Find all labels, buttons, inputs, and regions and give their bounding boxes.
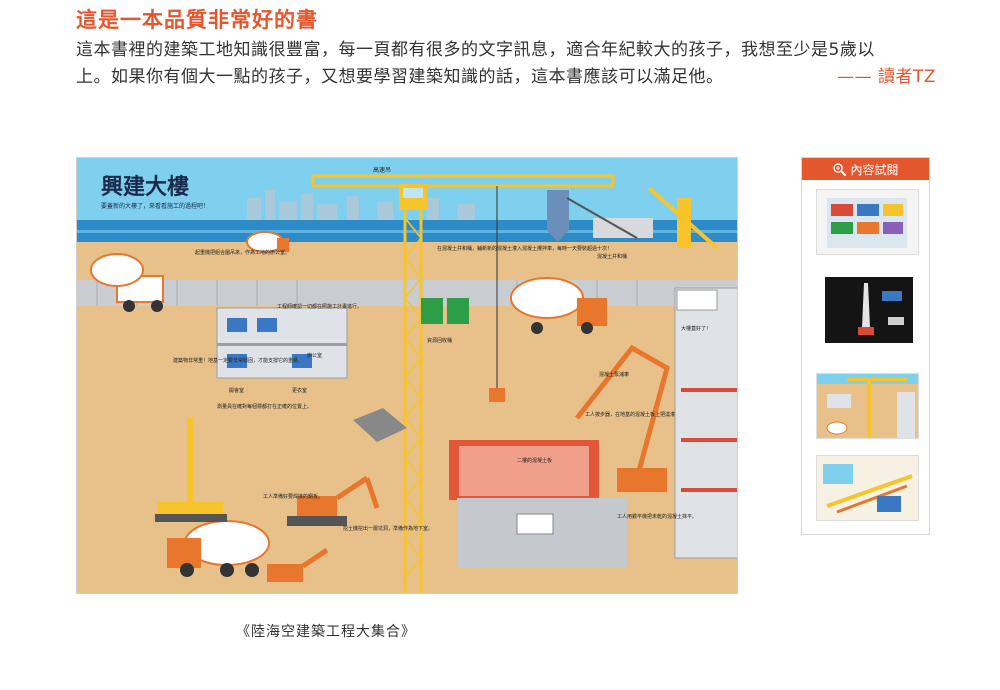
recycle-bins xyxy=(421,298,469,324)
review-title: 這是一本品質非常好的書 xyxy=(76,8,318,32)
pump-truck-label: 混凝土泵浦車 xyxy=(599,371,629,378)
mixer-truck-bottom xyxy=(167,520,270,577)
crane-label: 高速吊 xyxy=(373,166,391,174)
changing-room-label: 更衣室 xyxy=(292,387,307,394)
mixer-truck-left xyxy=(90,253,164,312)
office-room-label: 辦公室 xyxy=(307,352,322,359)
tower-crane xyxy=(311,174,615,593)
preview-page-subtitle: 要蓋新的大樓了，來看看施工的過程吧！ xyxy=(101,202,209,210)
foundation-pit xyxy=(449,440,627,568)
meeting-room-label: 開會室 xyxy=(229,387,244,394)
thumbnail-panel: 內容試閱 xyxy=(801,157,930,535)
concrete-plant xyxy=(547,190,653,242)
steel-note: 建築物非常重！地基一定要非常穩固，才能支撐它的重量。 xyxy=(173,357,303,364)
floor-label: 二樓的混凝土板 xyxy=(517,457,552,464)
mixer-caption: 起重機把組合圖吊來，作為工地的辦公室。 xyxy=(195,249,290,256)
gantry-crane xyxy=(647,186,719,250)
preview-header-button[interactable]: 內容試閱 xyxy=(802,158,929,180)
mixer-truck-center xyxy=(510,277,607,334)
book-preview-image[interactable]: 興建大樓 要蓋新的大樓了，來看看施工的過程吧！ 高速吊 xyxy=(76,157,738,594)
finished-building xyxy=(674,287,737,559)
site-office xyxy=(216,307,348,379)
zoom-in-icon xyxy=(833,162,847,176)
excavator-center xyxy=(287,475,380,526)
review-author: —— 讀者TZ xyxy=(837,67,936,87)
rebar-mesh xyxy=(353,408,407,442)
mixer-truck-small xyxy=(246,231,289,253)
thumbnail-1[interactable] xyxy=(816,189,919,255)
supply-label: 資源回收桶 xyxy=(427,337,452,344)
preview-header-label: 內容試閱 xyxy=(850,162,899,177)
worker-note: 工人準備好要焊接的鋼板。 xyxy=(263,493,323,500)
review-line-2: 上。如果你有個大一點的孩子，又想要學習建築知識的話，這本書應該可以滿足他。 ——… xyxy=(76,64,936,91)
thumbnail-4[interactable] xyxy=(816,455,919,521)
pump-note: 工人按步器，在地基的混凝土板上把澆灌起來。 xyxy=(585,411,690,418)
thumbnail-2[interactable] xyxy=(816,277,919,343)
review-body: 這本書裡的建築工地知識很豐富，每一頁都有很多的文字訊息，適合年紀較大的孩子，我想… xyxy=(76,37,936,91)
plant-label: 混凝土井和桶 xyxy=(597,253,627,260)
piling-rig xyxy=(155,418,227,522)
concrete-note: 在混凝土井和桶，鋪新新的混凝土灌入混凝土攪拌車，每時一天要裝超過十次！ xyxy=(437,245,612,252)
pump-boom xyxy=(575,344,670,492)
review-line-2-text: 上。如果你有個大一點的孩子，又想要學習建築知識的話，這本書應該可以滿足他。 xyxy=(76,67,724,87)
book-caption: 《陸海空建築工程大集合》 xyxy=(236,624,416,640)
view-done-label: 大樓蓋好了！ xyxy=(681,325,711,332)
thumbnail-3[interactable] xyxy=(816,373,919,439)
review-line-1: 這本書裡的建築工地知識很豐富，每一頁都有很多的文字訊息，適合年紀較大的孩子，我想… xyxy=(76,40,875,60)
dig-note: 挖土機挖出一層坑洞，準備作為地下室。 xyxy=(343,525,433,532)
finish-note: 工人用鏝平機把未乾的混凝土抹平。 xyxy=(617,513,697,520)
office-note: 工程師確認一切都在照施工計畫進行。 xyxy=(277,303,362,310)
survey-note: 測量員在確對每個標都打在正確的位置上。 xyxy=(217,403,312,410)
excavator-bottom xyxy=(267,547,329,582)
preview-page-title: 興建大樓 xyxy=(101,175,189,200)
